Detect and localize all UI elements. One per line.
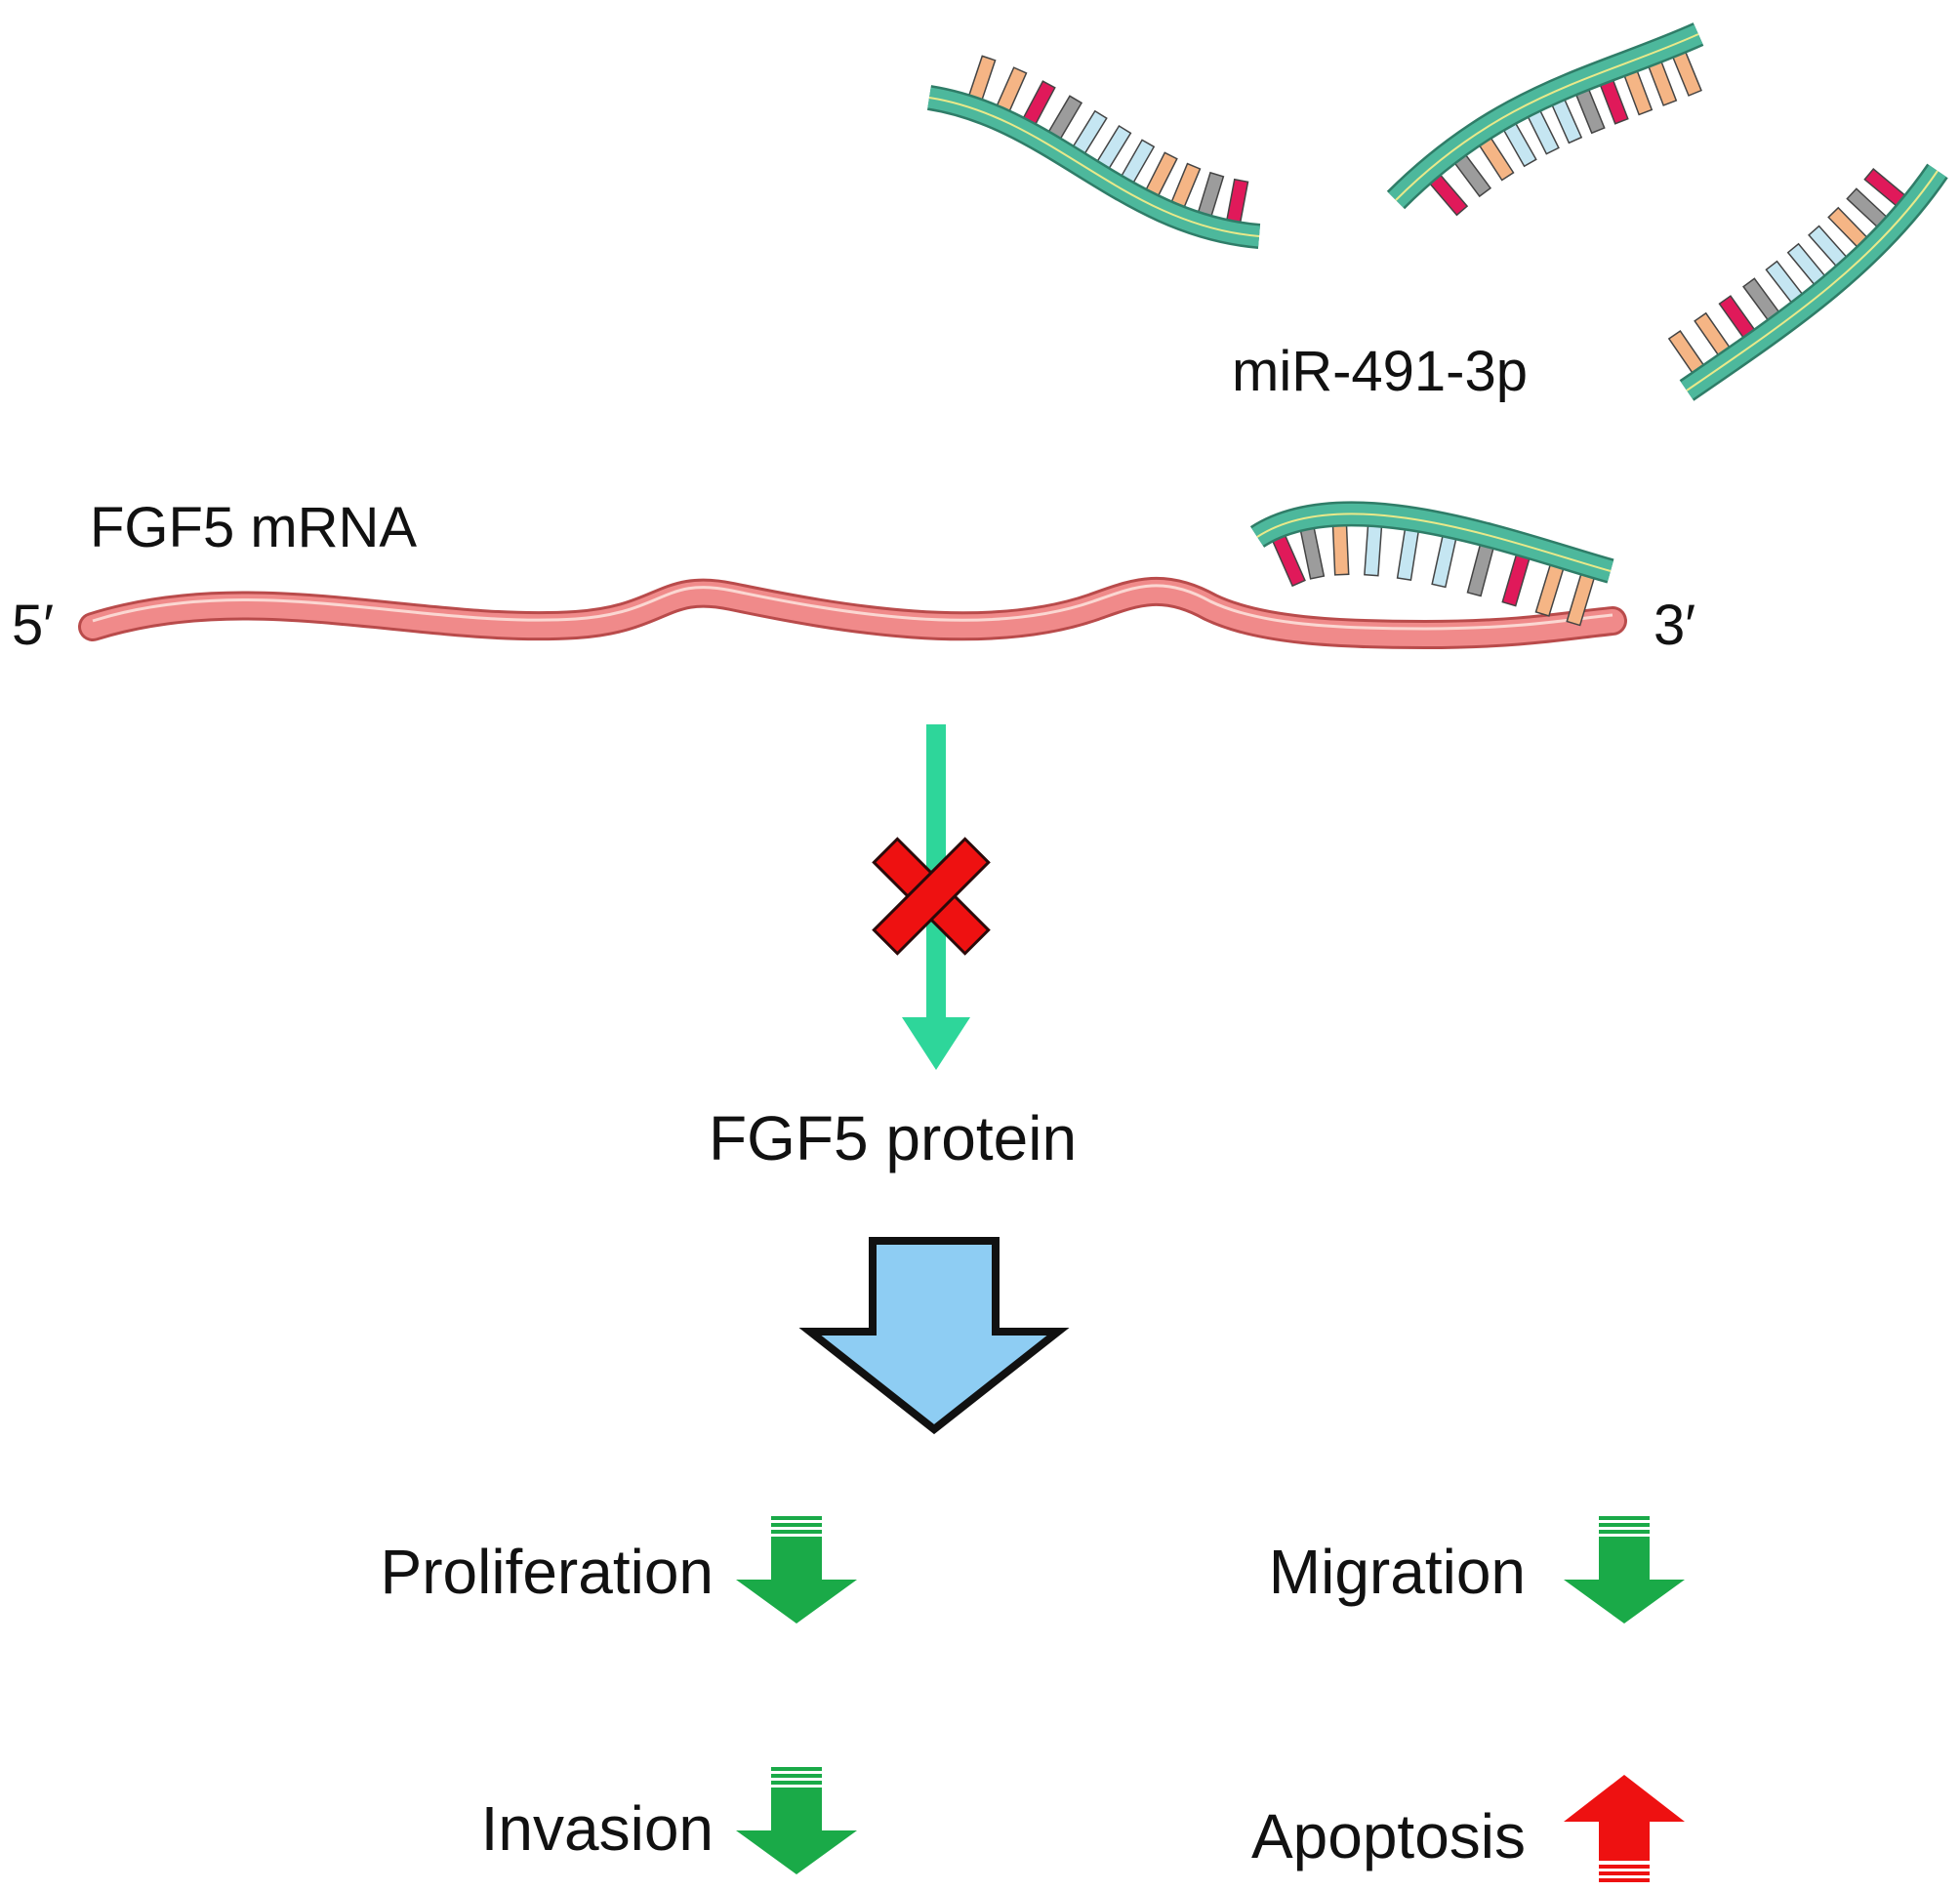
down-arrow-icon <box>736 1767 857 1874</box>
down-arrow-icon <box>1564 1516 1685 1624</box>
protein-label: FGF5 protein <box>709 1103 1077 1173</box>
outcome-label-invasion: Invasion <box>481 1793 714 1864</box>
mirna-molecule <box>1667 163 1948 401</box>
block-cross-icon <box>872 837 991 956</box>
bound-mirna <box>1249 501 1614 627</box>
mirna-label: miR-491-3p <box>1232 340 1528 403</box>
mrna-strand <box>78 576 1627 650</box>
big-down-arrow-icon <box>798 1237 1070 1435</box>
outcome-label-apoptosis: Apoptosis <box>1251 1801 1526 1871</box>
mirna-molecule <box>1386 22 1704 217</box>
five-prime-label: 5′ <box>12 594 54 657</box>
up-arrow-icon <box>1564 1775 1685 1882</box>
down-arrow-icon <box>736 1516 857 1624</box>
three-prime-label: 3′ <box>1654 594 1695 657</box>
mrna-label: FGF5 mRNA <box>90 496 417 559</box>
outcome-label-migration: Migration <box>1269 1537 1526 1607</box>
outcome-label-proliferation: Proliferation <box>381 1537 715 1607</box>
mirna-molecule <box>926 55 1261 249</box>
